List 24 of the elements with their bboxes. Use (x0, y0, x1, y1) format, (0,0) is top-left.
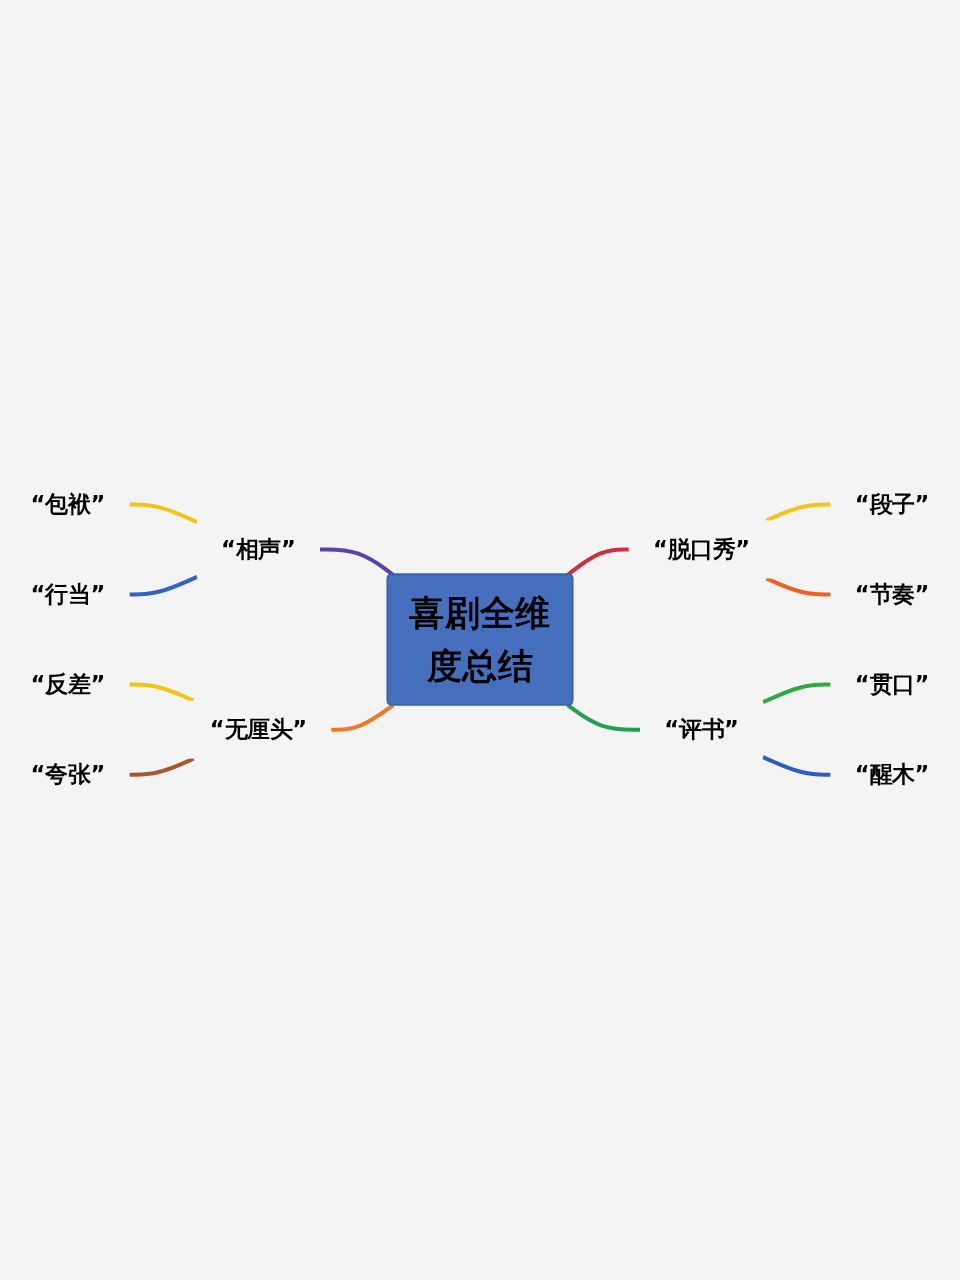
node-text: “相声” (221, 536, 296, 563)
node-text: “夸张” (30, 761, 106, 789)
node-text: “无厘头” (209, 716, 308, 743)
connector (129, 683, 195, 703)
node-text: “醒木” (854, 761, 930, 789)
node-text: “包袱” (30, 491, 106, 518)
connector (129, 757, 195, 778)
node-text: “段子” (854, 491, 930, 518)
connector (762, 755, 831, 778)
connector (566, 703, 641, 733)
node-text: “节奏” (854, 581, 930, 608)
connector (566, 547, 629, 577)
node-text: “脱口秀” (652, 536, 751, 563)
connector (762, 683, 831, 705)
node-text: “贯口” (854, 671, 930, 698)
connector (331, 703, 395, 733)
connector (129, 575, 198, 597)
node-text: “评书” (664, 716, 739, 743)
connector (319, 547, 395, 577)
connector (765, 577, 831, 597)
node-text: “行当” (30, 581, 106, 608)
connector (129, 502, 198, 525)
connector (765, 502, 831, 523)
node-text: “反差” (30, 671, 106, 698)
